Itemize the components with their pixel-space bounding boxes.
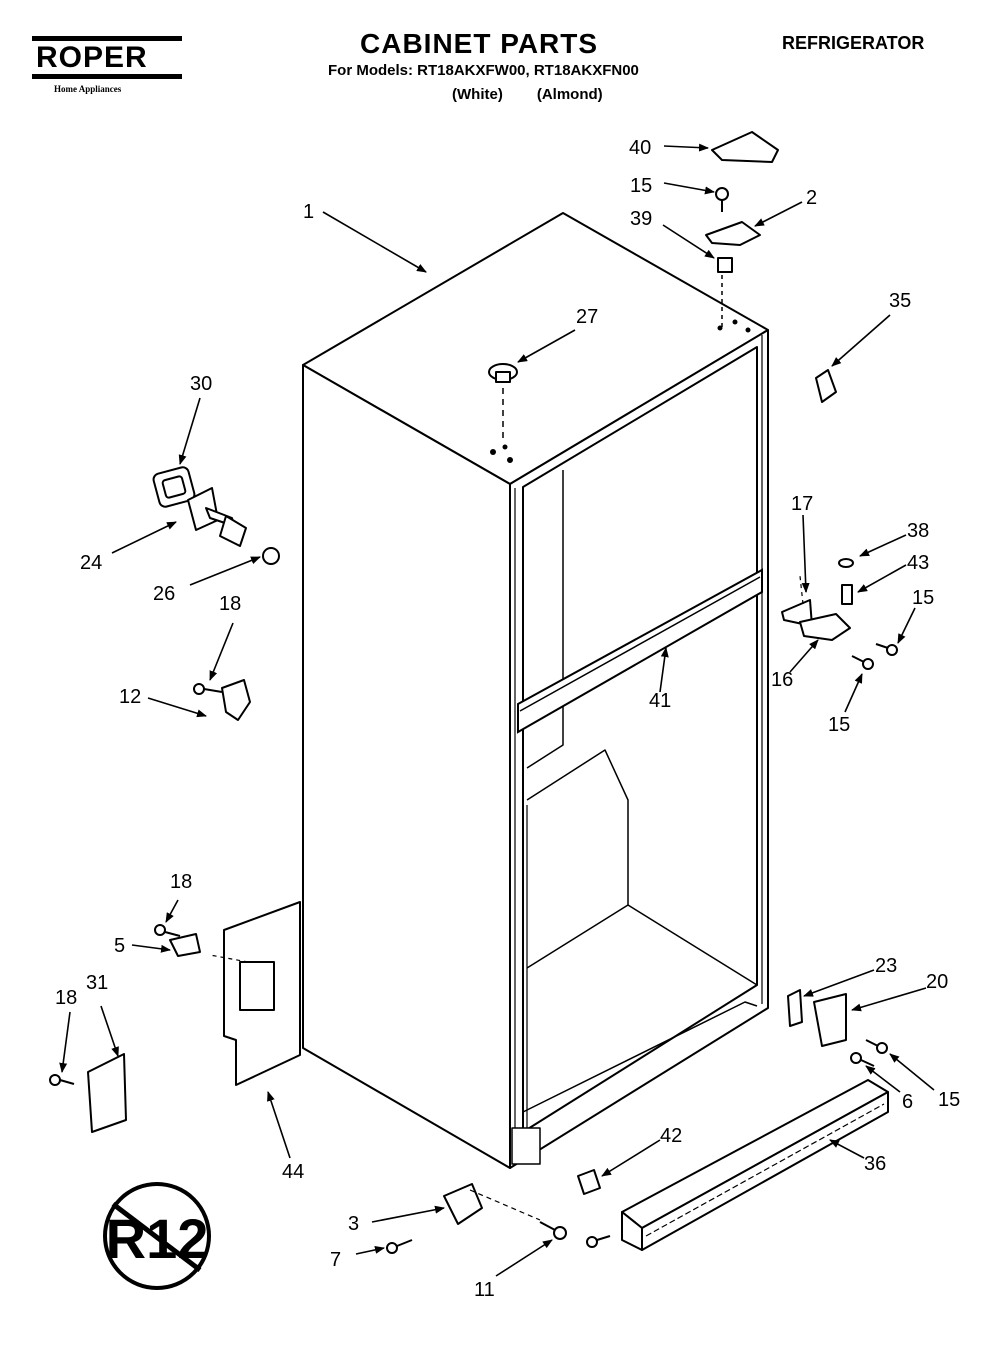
r12-refrigerant-badge: R12: [103, 1182, 211, 1290]
callout-31: 31: [86, 972, 108, 994]
color-almond: (Almond): [536, 86, 603, 103]
hinge-clip-part: [815, 369, 837, 403]
callout-7: 7: [330, 1249, 341, 1271]
callout-39: 39: [630, 208, 652, 230]
callout-15: 15: [912, 587, 934, 609]
callout-1: 1: [303, 201, 314, 223]
callout-30: 30: [190, 373, 212, 395]
hinge-part: [169, 933, 201, 957]
hinge-pin-part: [841, 584, 853, 605]
screw-part: [193, 683, 223, 695]
screw-part: [875, 643, 898, 656]
hinge-spacer-part: [717, 257, 733, 273]
cover-plate-part: [223, 901, 301, 1086]
base-grille-part: [621, 1079, 889, 1251]
brand-logo: ROPER Home Appliances: [32, 36, 182, 94]
grille-clip-part: [577, 1169, 601, 1195]
callout-26: 26: [153, 583, 175, 605]
top-hinge-part: [705, 221, 761, 246]
callout-18: 18: [55, 987, 77, 1009]
callout-arrows: [59, 143, 935, 1277]
callout-17: 17: [791, 493, 813, 515]
callout-15: 15: [828, 714, 850, 736]
cabinet-side: [302, 364, 511, 1169]
callout-38: 38: [907, 520, 929, 542]
callout-18: 18: [170, 871, 192, 893]
screw-part: [850, 1052, 875, 1067]
callout-15: 15: [938, 1089, 960, 1111]
callout-24: 24: [80, 552, 102, 574]
callout-labels: 40 15 2 39 1 35 27 30 24 26 18 12 17 38 …: [55, 137, 960, 1301]
callout-40: 40: [629, 137, 651, 159]
callout-44: 44: [282, 1161, 304, 1183]
cabinet-body: [302, 212, 769, 1169]
roller-leveler-part: [443, 1183, 483, 1225]
cabinet-top-holes: [490, 319, 751, 463]
hinge-cover-part: [87, 1053, 127, 1133]
screw-part: [539, 1221, 567, 1240]
page-title: CABINET PARTS: [360, 28, 599, 59]
callout-27: 27: [576, 306, 598, 328]
thermostat-bezel-part: [152, 466, 196, 508]
screw-part: [715, 187, 729, 212]
callout-23: 23: [875, 955, 897, 977]
model-colors: (White) (Almond): [452, 86, 603, 103]
callout-18: 18: [219, 593, 241, 615]
nut-part: [262, 547, 280, 565]
center-hinge-part: [799, 613, 851, 641]
appliance-category: REFRIGERATOR: [782, 33, 925, 53]
bottom-hinge-part: [813, 993, 847, 1047]
screw-part: [865, 1039, 888, 1054]
screw-part: [49, 1074, 75, 1086]
shim-part: [787, 989, 803, 1027]
callout-15: 15: [630, 175, 652, 197]
hinge-cover-part: [711, 131, 779, 163]
control-shaft-part: [187, 487, 247, 547]
model-numbers: For Models: RT18AKXFW00, RT18AKXFN00: [328, 62, 639, 79]
screw-part: [154, 924, 181, 937]
color-white: (White): [452, 86, 503, 103]
callout-43: 43: [907, 552, 929, 574]
bolt-part: [586, 1235, 611, 1248]
callout-42: 42: [660, 1125, 682, 1147]
callout-5: 5: [114, 935, 125, 957]
callout-11: 11: [474, 1279, 495, 1301]
brand-subtitle: Home Appliances: [54, 84, 122, 94]
bracket-part: [221, 679, 251, 721]
callout-6: 6: [902, 1091, 913, 1113]
callout-2: 2: [806, 187, 817, 209]
cap-part: [838, 558, 854, 568]
callout-36: 36: [864, 1153, 886, 1175]
callout-3: 3: [348, 1213, 359, 1235]
callout-20: 20: [926, 971, 948, 993]
callout-35: 35: [889, 290, 911, 312]
callout-12: 12: [119, 686, 141, 708]
callout-16: 16: [771, 669, 793, 691]
bolt-part: [386, 1239, 413, 1254]
callout-41: 41: [649, 690, 671, 712]
screw-part: [851, 655, 874, 670]
brand-name: ROPER: [32, 36, 182, 79]
plug-button-part: [488, 363, 518, 383]
